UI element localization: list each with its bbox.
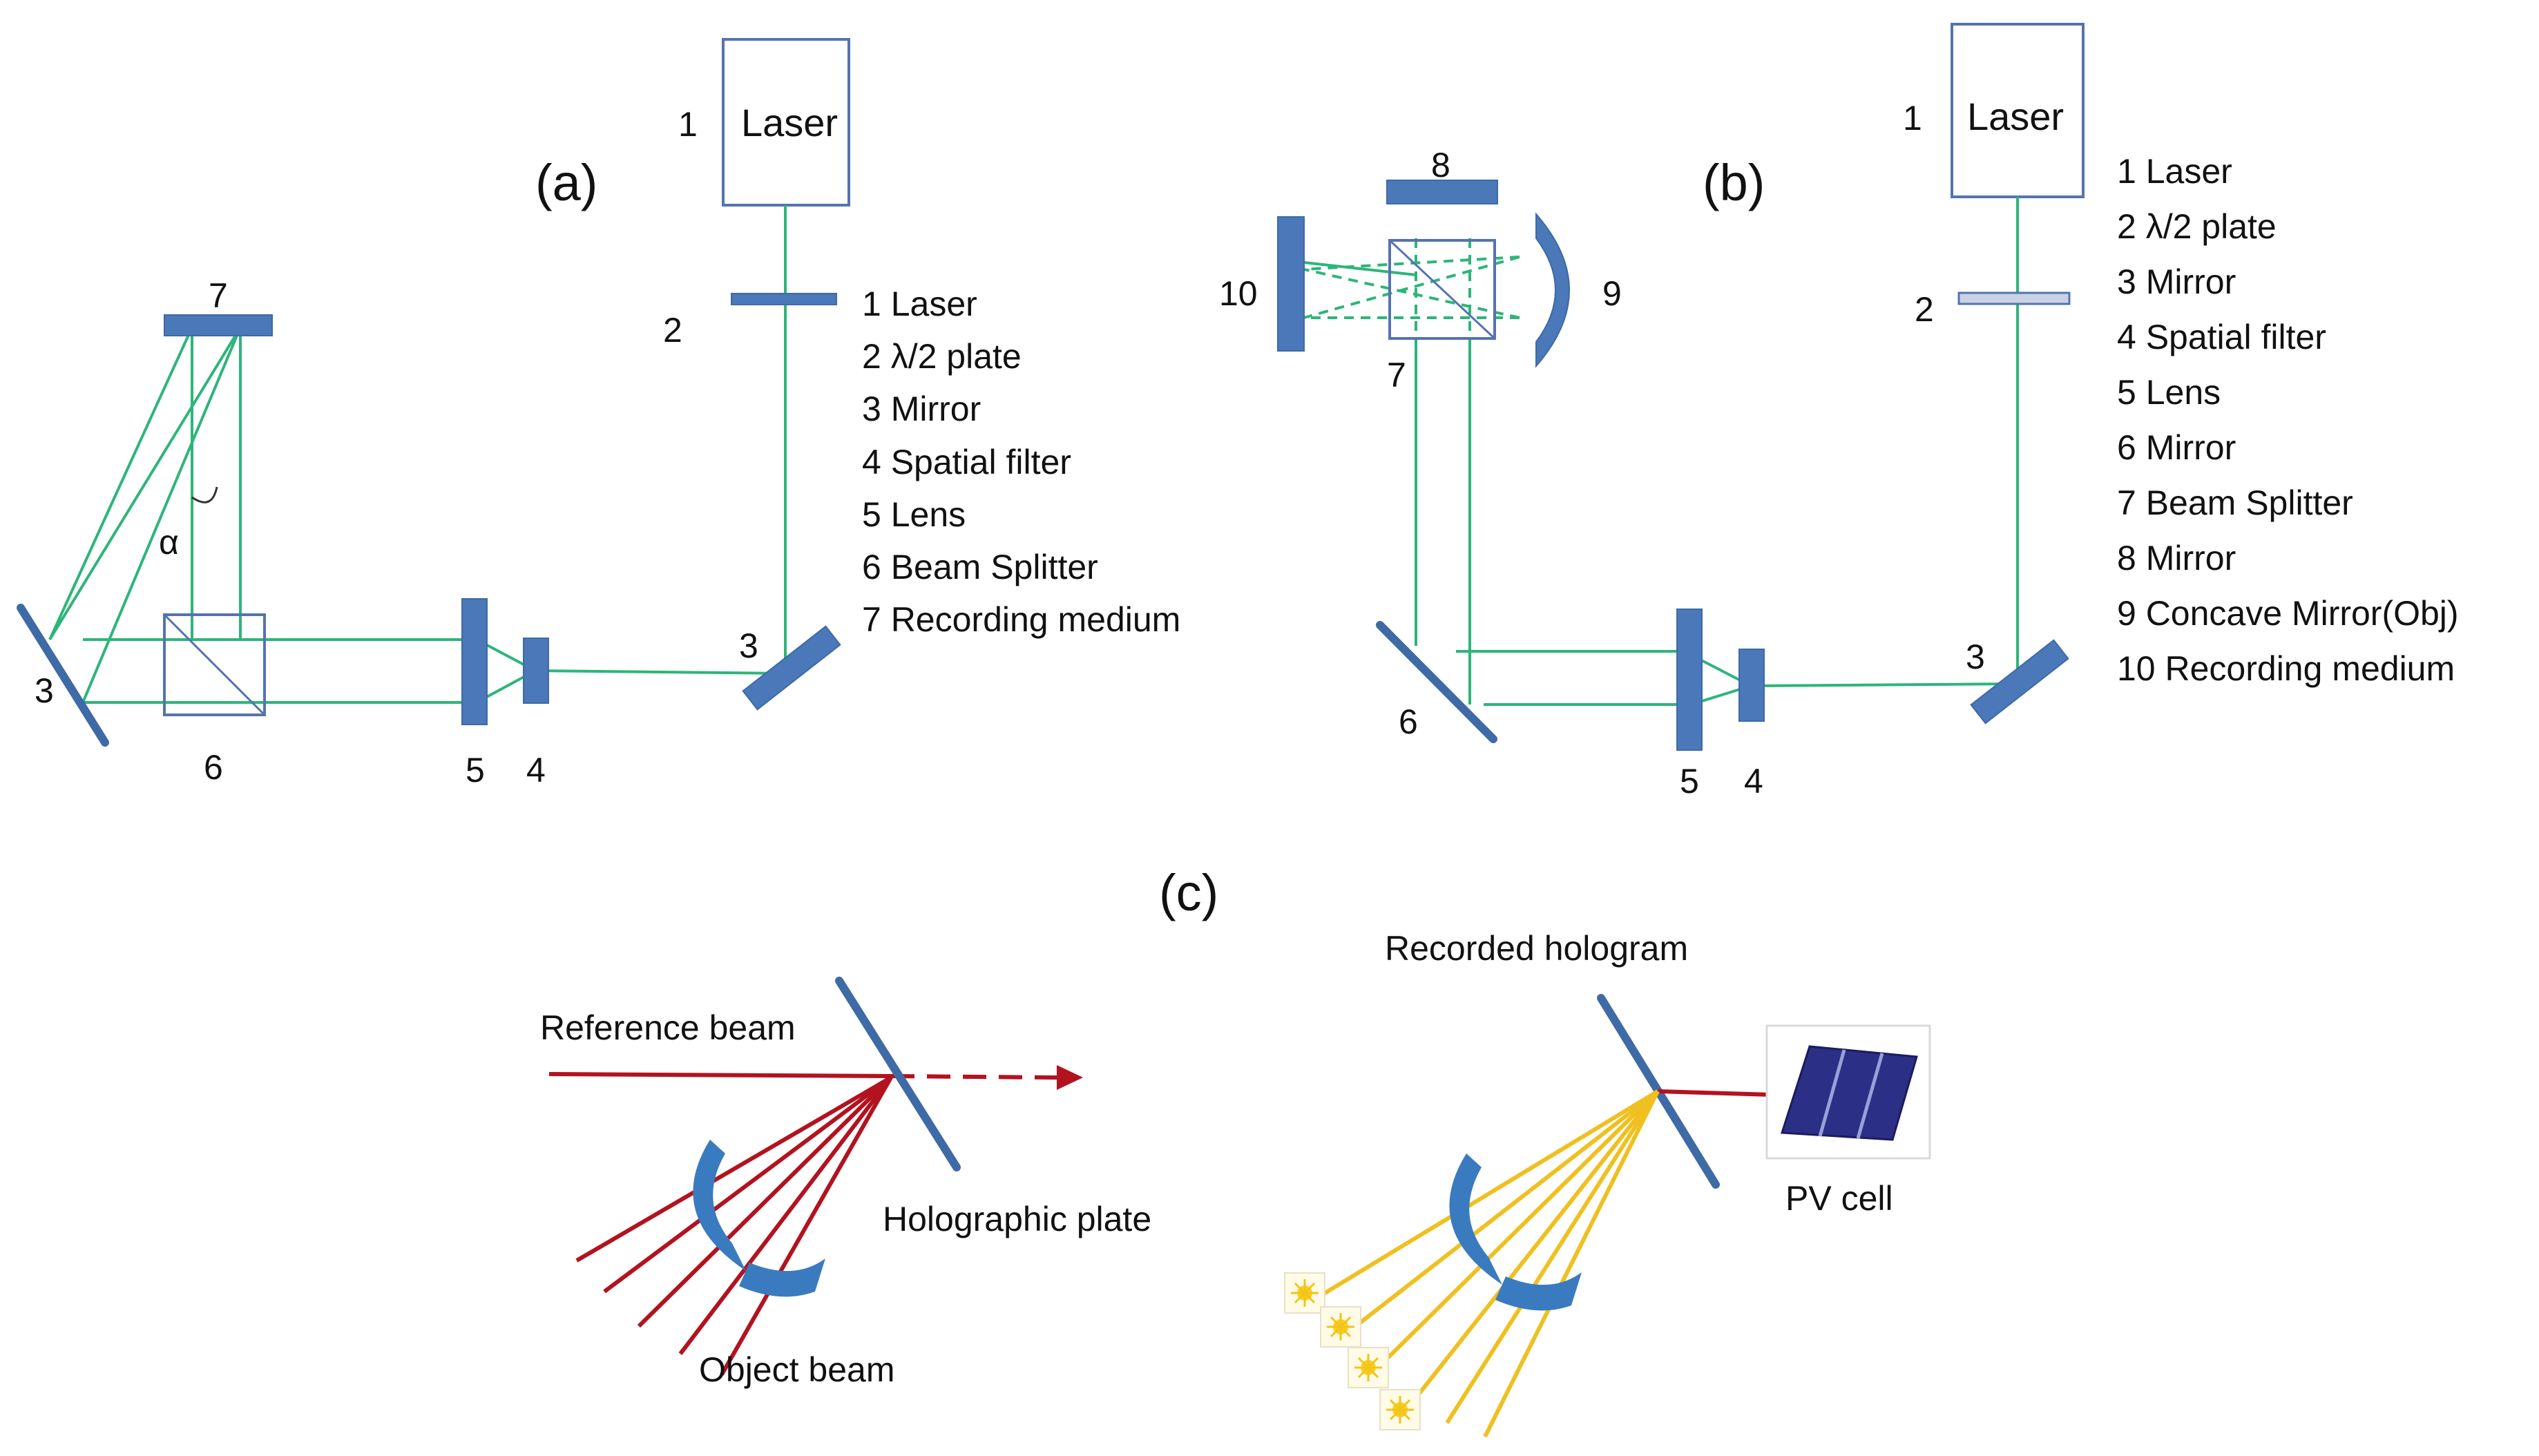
num-b-10: 10	[1219, 274, 1258, 313]
spatial-filter-b	[1738, 649, 1765, 722]
lens-a	[461, 598, 488, 725]
legend-b-item: 7 Beam Splitter	[2117, 483, 2353, 522]
mirror-b-3	[1970, 639, 2069, 725]
sun-icon	[1320, 1306, 1361, 1348]
beam-b-object-paths	[1303, 256, 1520, 319]
sun-icons	[1284, 1272, 1421, 1430]
spatial-filter-a	[523, 638, 549, 704]
laser-a-label: Laser	[741, 101, 838, 144]
legend-b-item: 1 Laser	[2117, 152, 2232, 191]
reference-beam	[548, 1072, 892, 1078]
num-a-1: 1	[678, 105, 698, 144]
mirror-a-3	[742, 625, 841, 711]
legend-b: 1 Laser 2 λ/2 plate 3 Mirror 4 Spatial f…	[2117, 152, 2459, 688]
num-b-4: 4	[1744, 762, 1763, 801]
recording-medium-b	[1277, 216, 1305, 352]
beam-a-up	[191, 327, 242, 640]
lens-b	[1676, 609, 1703, 751]
holographic-plate	[835, 977, 961, 1171]
beam-splitter-b	[1388, 239, 1496, 340]
beam-b-to-mirror-8	[1415, 238, 1471, 337]
beam-b-to-medium	[1303, 261, 1417, 276]
concave-mirror-b	[1535, 212, 1570, 368]
recording-medium-a	[164, 314, 273, 336]
label-reference-beam: Reference beam	[540, 1008, 796, 1047]
alpha-label: α	[159, 523, 179, 562]
num-b-3: 3	[1966, 638, 1985, 676]
beam-b-up	[1415, 337, 1471, 705]
legend-a: 1 Laser 2 λ/2 plate 3 Mirror 4 Spatial f…	[862, 285, 1180, 639]
label-pv-cell: PV cell	[1785, 1179, 1893, 1218]
label-recorded-hologram: Recorded hologram	[1385, 929, 1688, 968]
mirror-b-6	[1376, 621, 1497, 743]
num-b-7: 7	[1387, 356, 1406, 394]
pv-cell-icon	[1765, 1024, 1931, 1160]
num-a-5: 5	[466, 751, 485, 789]
legend-a-item: 6 Beam Splitter	[862, 548, 1098, 586]
beam-splitter-a	[163, 613, 266, 716]
reference-beam-transmitted	[890, 1074, 1057, 1080]
rotation-arrow-icon	[1449, 1153, 1502, 1285]
laser-a	[722, 38, 850, 207]
legend-a-item: 3 Mirror	[862, 390, 981, 428]
legend-b-item: 2 λ/2 plate	[2117, 207, 2277, 246]
panel-c: (c) Reference beam Holographic plate Obj…	[540, 864, 1931, 1438]
label-holographic-plate: Holographic plate	[883, 1200, 1151, 1238]
panel-b-tag: (b)	[1703, 154, 1765, 211]
legend-a-item: 1 Laser	[862, 285, 977, 323]
legend-a-item: 5 Lens	[862, 495, 966, 534]
beam-b-collimated	[1456, 650, 1691, 706]
mirror-b-8	[1386, 180, 1498, 204]
arrowhead-icon	[1057, 1065, 1083, 1090]
rotation-arrow-icon	[693, 1140, 746, 1271]
panel-b: (b) Laser 1 8 10 9 7 2 3 6 5 4	[1219, 23, 2459, 801]
label-object-beam: Object beam	[699, 1350, 894, 1389]
legend-b-item: 3 Mirror	[2117, 262, 2236, 301]
beam-splitter-a-diagonal	[163, 613, 266, 716]
half-wave-plate-a	[731, 293, 837, 305]
panel-a: (a) Laser 1 2 3 3 4 5 6 7 α 1 Laser	[17, 38, 1180, 789]
object-beam-rays	[575, 1075, 893, 1376]
num-b-8: 8	[1431, 146, 1450, 184]
beam-a-oblique	[48, 326, 242, 703]
rotation-arrow-head-icon	[1495, 1272, 1582, 1311]
panel-a-tag: (a)	[535, 154, 597, 211]
num-a-7: 7	[209, 276, 228, 315]
mirror-a-left	[17, 604, 109, 747]
sun-icon	[1348, 1347, 1389, 1388]
laser-b	[1951, 23, 2085, 198]
legend-b-item: 10 Recording medium	[2117, 649, 2455, 688]
num-a-4: 4	[526, 751, 546, 789]
legend-b-item: 9 Concave Mirror(Obj)	[2117, 594, 2459, 633]
beam-a-to-filter	[535, 669, 786, 675]
legend-b-item: 6 Mirror	[2117, 428, 2236, 467]
legend-b-item: 4 Spatial filter	[2117, 318, 2326, 356]
laser-b-label: Laser	[1967, 95, 2064, 138]
sun-icon	[1379, 1389, 1421, 1430]
beam-b-to-filter	[1750, 682, 2018, 687]
num-a-2: 2	[663, 311, 682, 349]
num-b-9: 9	[1602, 274, 1622, 313]
legend-a-item: 2 λ/2 plate	[862, 337, 1022, 376]
rotation-arrow-head-icon	[739, 1258, 825, 1297]
num-a-3-right: 3	[739, 626, 758, 665]
num-b-5: 5	[1680, 762, 1699, 801]
num-b-1: 1	[1903, 99, 1922, 137]
legend-b-item: 5 Lens	[2117, 373, 2221, 412]
legend-b-item: 8 Mirror	[2117, 539, 2236, 577]
half-wave-plate-b	[1957, 291, 2071, 305]
sunlight-rays	[1314, 1089, 1660, 1438]
legend-a-item: 7 Recording medium	[862, 600, 1180, 639]
panel-c-tag: (c)	[1159, 864, 1218, 921]
num-b-2: 2	[1915, 290, 1934, 329]
num-b-6: 6	[1399, 702, 1418, 741]
num-a-3-left: 3	[35, 671, 54, 710]
legend-a-item: 4 Spatial filter	[862, 443, 1071, 481]
beam-a-collimated	[83, 638, 477, 704]
num-a-6: 6	[204, 748, 223, 787]
sun-icon	[1284, 1272, 1325, 1314]
alpha-arc	[191, 486, 218, 504]
beam-splitter-b-diagonal	[1388, 239, 1496, 340]
